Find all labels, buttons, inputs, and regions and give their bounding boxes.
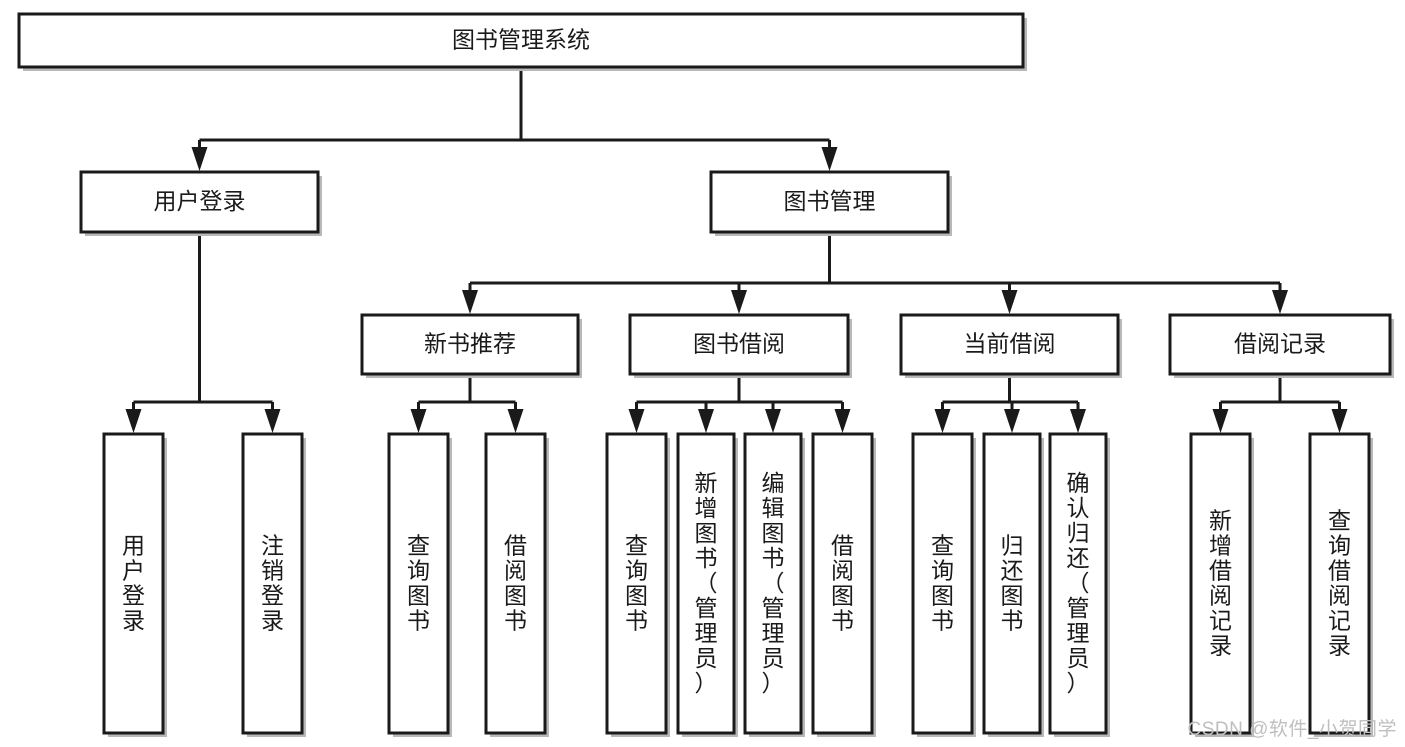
node-label: 图书借阅 <box>693 331 785 357</box>
node-box[interactable] <box>79 170 320 234</box>
node-box[interactable] <box>982 432 1042 735</box>
node-book-borrow[interactable]: 图书借阅 <box>628 313 852 378</box>
node-root[interactable]: 图书管理系统 <box>17 12 1027 71</box>
node-label: 注销登录 <box>261 533 284 634</box>
edge-group-current-borrow <box>934 374 1086 433</box>
node-label: 编辑图书（管理员） <box>762 470 785 696</box>
node-book-manage[interactable]: 图书管理 <box>709 170 952 236</box>
node-box[interactable] <box>709 170 950 234</box>
node-box[interactable] <box>811 432 874 735</box>
node-leaf-logout[interactable]: 注销登录 <box>241 432 306 737</box>
node-label: 新书推荐 <box>424 331 516 357</box>
node-box[interactable] <box>1048 432 1108 735</box>
node-label: 查询图书 <box>931 533 954 634</box>
node-box[interactable] <box>387 432 450 735</box>
node-leaf-query-book-3[interactable]: 查询图书 <box>911 432 976 737</box>
node-box[interactable] <box>1189 432 1252 735</box>
node-leaf-add-record[interactable]: 新增借阅记录 <box>1189 432 1254 737</box>
node-label: 查询借阅记录 <box>1328 508 1351 659</box>
node-leaf-confirm-return[interactable]: 确认归还（管理员） <box>1048 432 1110 737</box>
edge-group-user-login <box>125 232 281 433</box>
nodes-layer: 图书管理系统用户登录图书管理新书推荐图书借阅当前借阅借阅记录用户登录注销登录查询… <box>17 12 1394 737</box>
node-label: 借阅图书 <box>504 533 527 634</box>
edge-group-new-book-rec <box>410 374 524 433</box>
node-leaf-query-book-1[interactable]: 查询图书 <box>387 432 452 737</box>
node-box[interactable] <box>676 432 736 735</box>
node-label: 图书管理 <box>784 188 876 214</box>
node-leaf-borrow-book-1[interactable]: 借阅图书 <box>484 432 549 737</box>
node-box[interactable] <box>360 313 580 376</box>
node-box[interactable] <box>1168 313 1392 376</box>
node-label: 归还图书 <box>1001 533 1024 634</box>
edges-layer <box>125 67 1348 433</box>
node-label: 用户登录 <box>122 533 145 634</box>
edge-group-borrow-record <box>1212 374 1348 433</box>
node-current-borrow[interactable]: 当前借阅 <box>899 313 1122 378</box>
node-label: 当前借阅 <box>964 331 1056 357</box>
node-box[interactable] <box>628 313 850 376</box>
node-leaf-user-login[interactable]: 用户登录 <box>102 432 167 737</box>
node-label: 借阅图书 <box>831 533 854 634</box>
node-leaf-query-book-2[interactable]: 查询图书 <box>605 432 670 737</box>
node-box[interactable] <box>743 432 803 735</box>
node-box[interactable] <box>911 432 974 735</box>
node-label: 查询图书 <box>625 533 648 634</box>
node-leaf-edit-book[interactable]: 编辑图书（管理员） <box>743 432 805 737</box>
node-box[interactable] <box>899 313 1120 376</box>
node-label: 查询图书 <box>407 533 430 634</box>
node-label: 新增借阅记录 <box>1209 508 1232 659</box>
node-box[interactable] <box>102 432 165 735</box>
node-user-login[interactable]: 用户登录 <box>79 170 322 236</box>
node-label: 图书管理系统 <box>452 27 590 53</box>
node-label: 确认归还（管理员） <box>1067 470 1090 696</box>
edge-group-book-manage <box>462 232 1288 314</box>
node-label: 用户登录 <box>154 188 246 214</box>
node-borrow-record[interactable]: 借阅记录 <box>1168 313 1394 378</box>
node-label: 新增图书（管理员） <box>695 470 718 696</box>
node-box[interactable] <box>241 432 304 735</box>
node-leaf-query-record[interactable]: 查询借阅记录 <box>1308 432 1373 737</box>
edge-group-book-borrow <box>628 374 851 433</box>
edge-group-root <box>191 67 838 171</box>
node-new-book-rec[interactable]: 新书推荐 <box>360 313 582 378</box>
node-label: 借阅记录 <box>1234 331 1326 357</box>
node-box[interactable] <box>484 432 547 735</box>
node-box[interactable] <box>1308 432 1371 735</box>
node-box[interactable] <box>605 432 668 735</box>
node-leaf-add-book[interactable]: 新增图书（管理员） <box>676 432 738 737</box>
node-box[interactable] <box>17 12 1025 69</box>
node-leaf-return-book[interactable]: 归还图书 <box>982 432 1044 737</box>
node-leaf-borrow-book-2[interactable]: 借阅图书 <box>811 432 876 737</box>
